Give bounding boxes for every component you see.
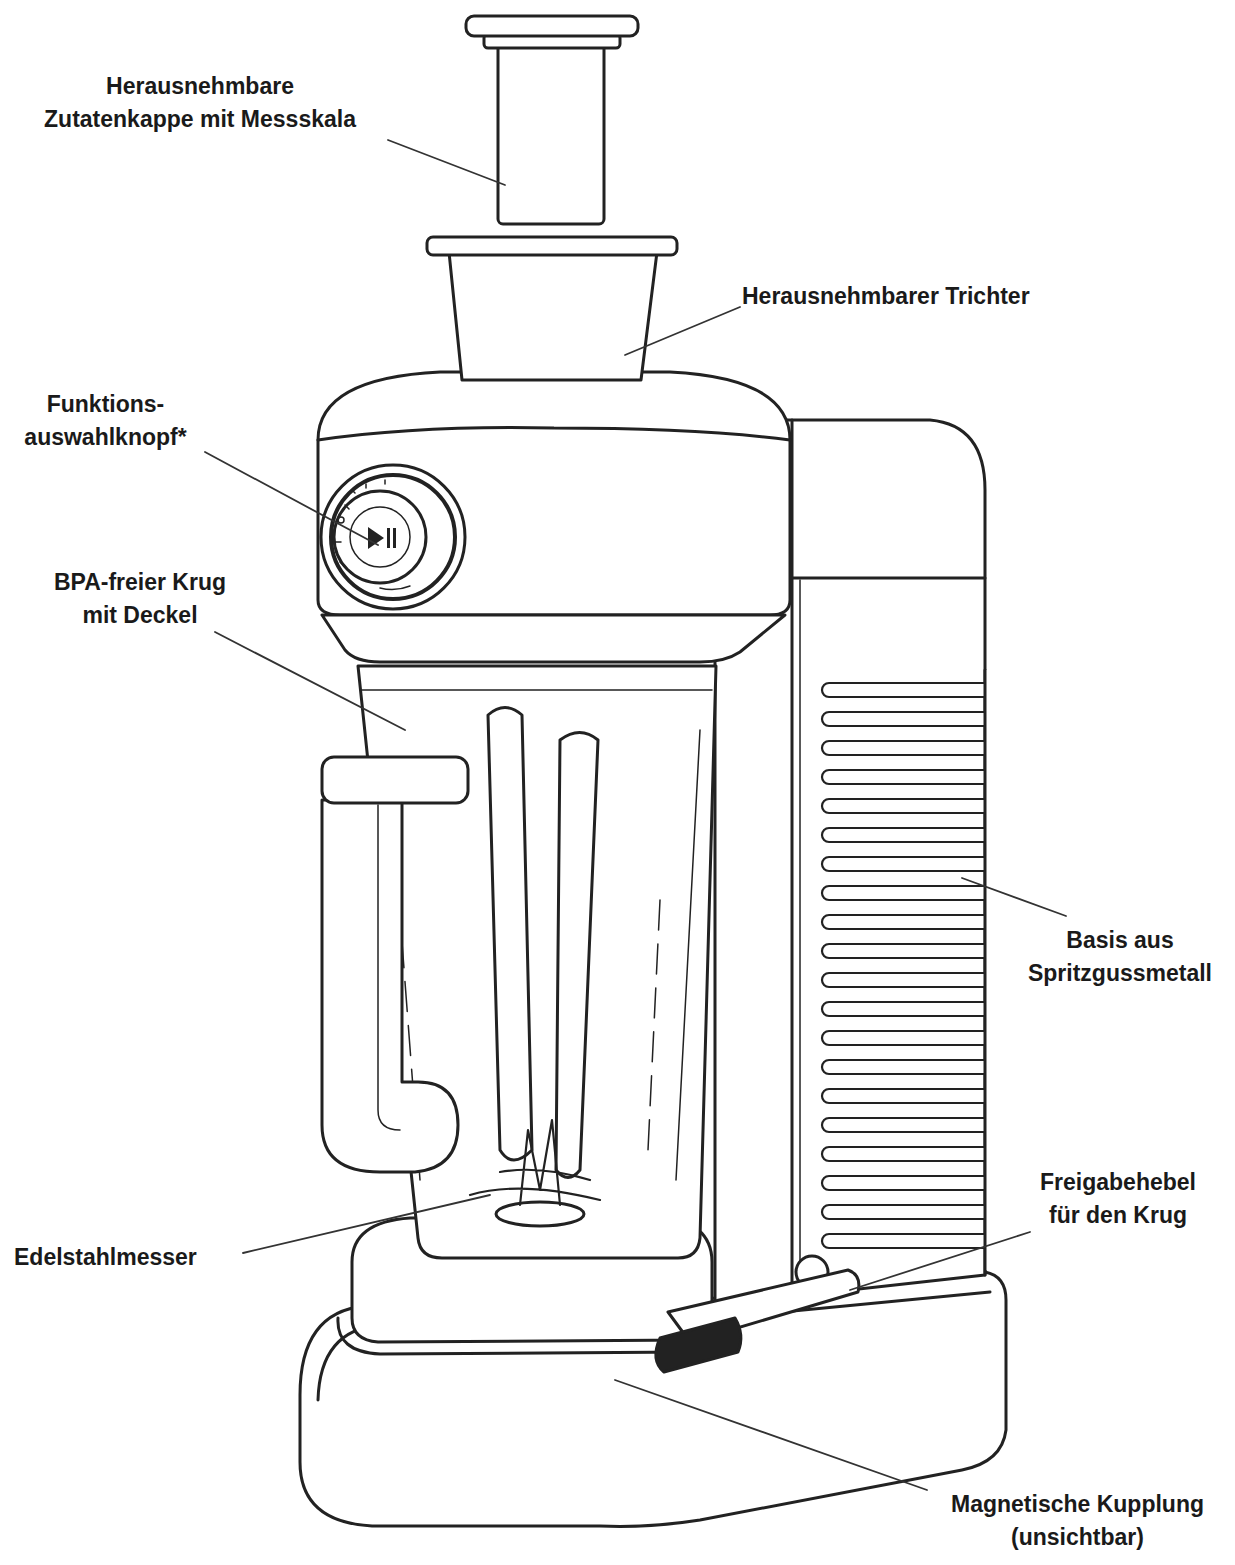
vent-slot <box>822 828 992 842</box>
part-label: Magnetische Kupplung (unsichtbar) <box>935 1488 1220 1554</box>
jar-rib <box>676 730 700 1180</box>
mode-icons <box>335 480 410 590</box>
head-band <box>318 428 790 441</box>
vent-slot <box>822 973 992 987</box>
vent-slot <box>822 712 992 726</box>
part-label: Edelstahlmesser <box>14 1241 197 1274</box>
vent-slot <box>822 770 992 784</box>
leader-line <box>625 307 740 355</box>
vent-slot <box>822 1002 992 1016</box>
leader-line <box>962 878 1066 916</box>
function-knob <box>350 507 410 567</box>
leader-lines <box>205 140 1066 1490</box>
part-label: Herausnehmbarer Trichter <box>742 280 1030 313</box>
vent-slot <box>822 915 992 929</box>
vent-slot <box>822 741 992 755</box>
vent-slot <box>822 683 992 697</box>
tower-edge <box>984 670 987 1275</box>
vent-slot <box>822 886 992 900</box>
leader-line <box>850 1232 1030 1290</box>
ingredient-cap <box>498 40 604 224</box>
funnel-rim <box>427 237 677 255</box>
function-knob <box>334 491 426 583</box>
jar-handle <box>378 805 400 1130</box>
leader-line <box>215 632 405 730</box>
part-label: BPA-freier Krug mit Deckel <box>40 566 240 632</box>
blade <box>470 1120 600 1205</box>
leader-line <box>243 1195 490 1253</box>
tower-seam <box>792 577 985 580</box>
jar-rib <box>556 733 598 1178</box>
funnel <box>449 252 657 380</box>
jar-rim <box>362 689 712 691</box>
leader-line <box>205 452 378 545</box>
vent-slot <box>822 1060 992 1074</box>
leader-line <box>388 140 505 185</box>
vent-slot <box>822 1031 992 1045</box>
function-knob <box>331 475 455 599</box>
vent-slot <box>822 1089 992 1103</box>
vent-slot <box>822 799 992 813</box>
lever-grip <box>656 1318 741 1372</box>
jar-rib <box>648 900 660 1150</box>
vent-slot <box>822 1147 992 1161</box>
tower-edge <box>986 670 1006 1270</box>
vent-slot <box>822 1118 992 1132</box>
play-pause-icon <box>368 527 396 549</box>
handle-grip <box>322 757 468 803</box>
part-label: Basis aus Spritzgussmetall <box>1015 924 1225 990</box>
ingredient-cap <box>466 16 638 36</box>
vent-slot <box>822 857 992 871</box>
blade-hub <box>496 1202 584 1226</box>
vent-slot <box>822 1205 992 1219</box>
tower-edge <box>799 580 801 1296</box>
vent-slot <box>822 1234 992 1248</box>
head-lower <box>322 615 785 662</box>
jar-handle <box>322 800 458 1172</box>
part-label: Herausnehmbare Zutatenkappe mit Messskal… <box>30 70 370 136</box>
vent-slot <box>822 1176 992 1190</box>
vent-slot <box>822 944 992 958</box>
jar-rib <box>488 708 532 1161</box>
part-label: Funktions- auswahlknopf* <box>18 388 193 454</box>
head-body <box>318 372 790 615</box>
vent-slots <box>822 670 1006 1275</box>
part-label: Freigabehebel für den Krug <box>1028 1166 1208 1232</box>
function-knob <box>321 465 465 609</box>
leader-line <box>615 1380 927 1490</box>
